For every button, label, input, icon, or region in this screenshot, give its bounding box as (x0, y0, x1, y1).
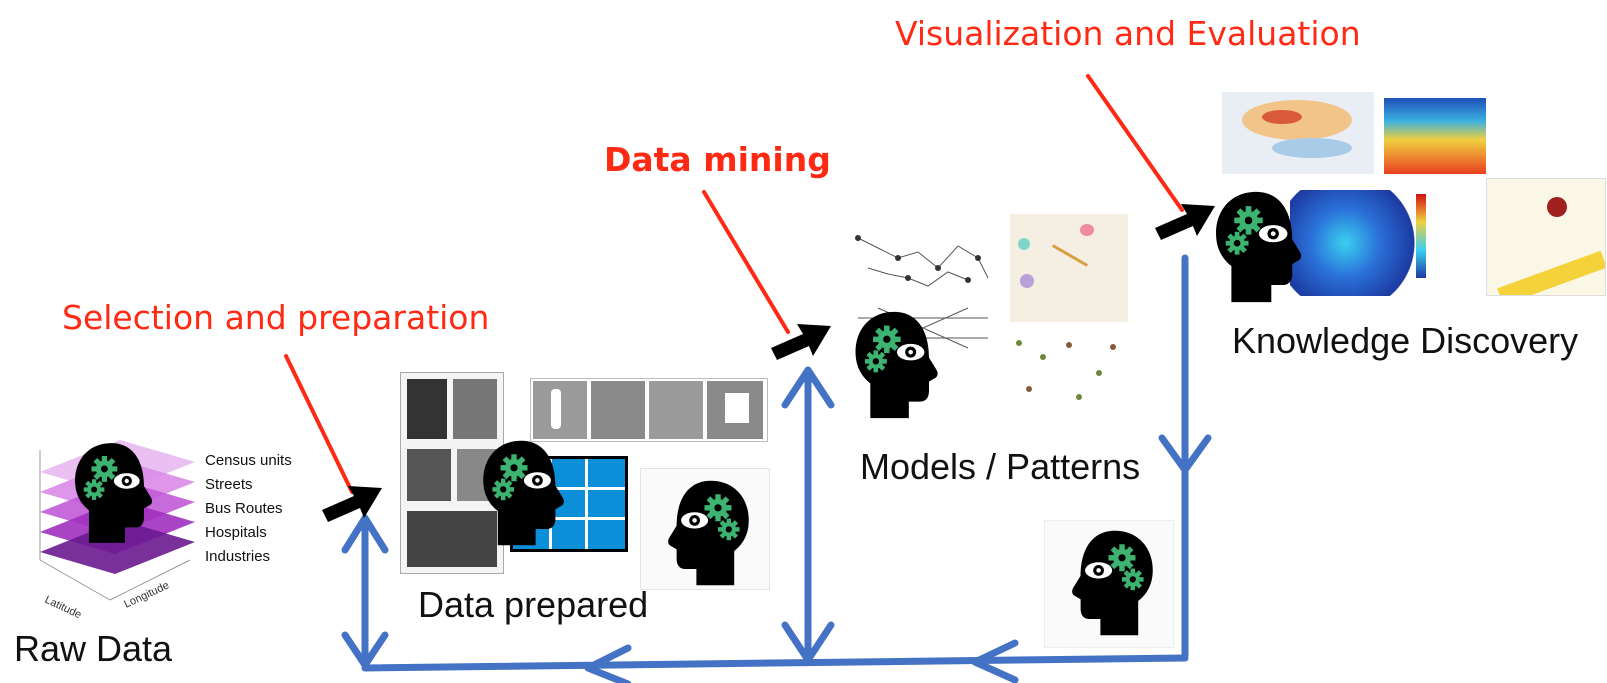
selection-step-arrow-icon (322, 482, 382, 522)
mining-pointer-line (702, 190, 790, 334)
feedback-arrow-down-icon (1158, 434, 1212, 474)
step-mining-label: Data mining (604, 140, 831, 179)
knowledge-head-icon (1210, 190, 1306, 304)
feedback-arrow-left-icon-2 (584, 644, 632, 683)
step-visualization-label: Visualization and Evaluation (895, 14, 1361, 53)
feedback-arrow-down-icon-2 (781, 621, 835, 664)
feedback-arrow-down-icon-3 (341, 631, 389, 669)
prepared-head-icon (478, 438, 568, 548)
stage-raw-data-label: Raw Data (14, 628, 173, 669)
models-head-icon (850, 310, 942, 420)
stage-data-prepared-label: Data prepared (418, 584, 649, 625)
feedback-arrow-up-icon-2 (341, 514, 389, 554)
knowledge-map-thumb (1222, 92, 1374, 174)
feedback-head-icon (1068, 528, 1158, 638)
selection-pointer-line (284, 354, 354, 494)
visualization-step-arrow-icon (1154, 200, 1216, 240)
mining-step-arrow-icon (770, 320, 832, 360)
raw-axis-y-label: Latitude (43, 594, 84, 620)
prepared-head-icon-2 (664, 478, 754, 588)
knowledge-map-thumb-2 (1486, 178, 1606, 296)
raw-layer-bus: Bus Routes (205, 500, 283, 517)
raw-layer-census: Census units (205, 452, 292, 469)
models-map-thumb (1010, 214, 1128, 322)
stage-knowledge-label: Knowledge Discovery (1232, 320, 1579, 361)
visualization-pointer-line (1086, 74, 1184, 212)
step-selection-label: Selection and preparation (62, 298, 490, 337)
feedback-arrow-left-icon (971, 639, 1019, 683)
raw-layer-streets: Streets (205, 476, 253, 493)
feedback-arrow-up-icon (781, 366, 835, 409)
stage-models-label: Models / Patterns (860, 446, 1141, 487)
prepared-pattern-strip (530, 378, 768, 442)
knowledge-heat-thumb (1384, 98, 1486, 174)
raw-axis-x-label: Longitude (122, 579, 171, 610)
models-scatter-thumb (1006, 330, 1132, 416)
raw-data-head-icon (70, 438, 156, 548)
raw-layer-industries: Industries (205, 548, 271, 565)
feedback-line-bottom (361, 654, 1189, 672)
raw-layer-hospitals: Hospitals (205, 524, 267, 541)
knowledge-heatmap-plot (1290, 190, 1428, 296)
